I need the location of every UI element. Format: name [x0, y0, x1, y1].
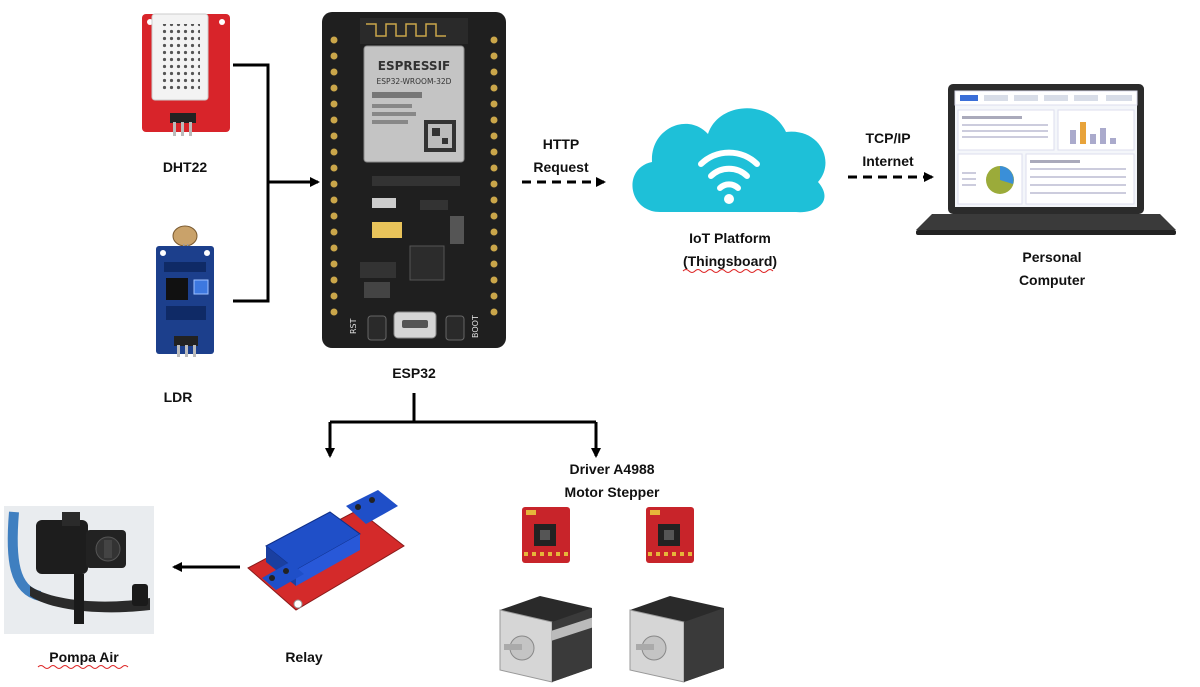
a4988-driver-image-2 — [646, 507, 694, 563]
http-label-line1: HTTP — [543, 136, 580, 152]
water-pump-image — [4, 506, 154, 634]
http-label-line2: Request — [533, 159, 589, 175]
iot-platform-label-line1: IoT Platform — [689, 230, 771, 246]
tcp-label-line2: Internet — [862, 153, 914, 169]
dht22-sensor-image — [142, 13, 230, 136]
pc-label-line1: Personal — [1022, 249, 1081, 265]
dht22-label: DHT22 — [163, 159, 208, 175]
laptop-image — [916, 84, 1176, 235]
chip-model-text: ESP32-WROOM-32D — [377, 77, 452, 86]
boot-button-label: BOOT — [471, 315, 480, 338]
spellcheck-underline — [682, 269, 774, 273]
driver-label-line1: Driver A4988 — [569, 461, 654, 477]
esp32-board-image: ESPRESSIF ESP32-WROOM-32D RST BOOT — [322, 12, 506, 348]
ldr-sensor-image — [156, 225, 214, 357]
iot-platform-label-line2: (Thingsboard) — [683, 253, 777, 269]
spellcheck-underline-pump — [37, 665, 129, 669]
cloud-icon — [632, 108, 826, 213]
chip-brand-text: ESPRESSIF — [378, 59, 450, 73]
output-connector — [325, 393, 601, 458]
sensor-connector — [233, 63, 320, 303]
tcp-label-line1: TCP/IP — [865, 130, 910, 146]
pump-label: Pompa Air — [49, 649, 119, 665]
relay-module-image — [247, 490, 405, 611]
pc-label-line2: Computer — [1019, 272, 1086, 288]
driver-label-line2: Motor Stepper — [565, 484, 660, 500]
rst-button-label: RST — [349, 318, 358, 334]
stepper-motor-image-2 — [629, 596, 724, 683]
relay-label: Relay — [285, 649, 323, 665]
ldr-label: LDR — [164, 389, 193, 405]
a4988-driver-image-1 — [522, 507, 570, 563]
esp32-label: ESP32 — [392, 365, 436, 381]
wifi-icon — [724, 194, 734, 204]
stepper-motor-image-1 — [499, 596, 592, 683]
